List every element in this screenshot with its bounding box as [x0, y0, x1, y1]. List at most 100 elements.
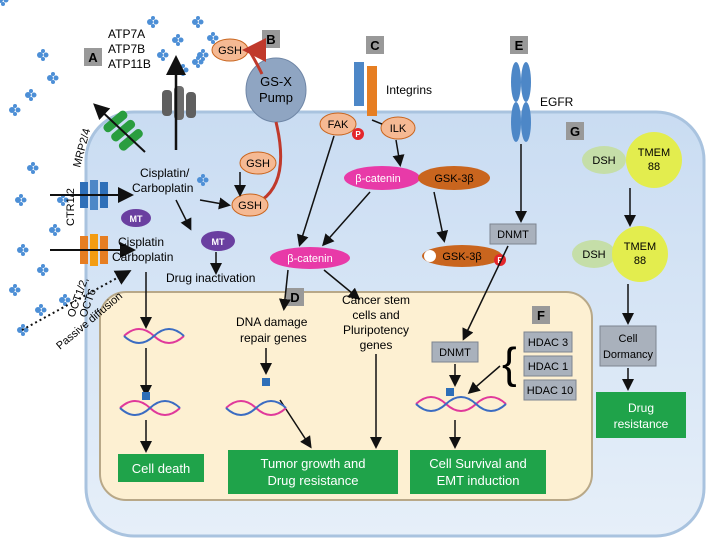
- beta-to-stem-arrow: [323, 269, 361, 300]
- cisplatin-to-mt-arrow: [175, 199, 192, 231]
- label-csc-4: genes: [360, 338, 393, 352]
- label-tumor-1: Tumor growth and: [260, 456, 365, 471]
- panel-e: E: [515, 38, 524, 53]
- drug-resistance-box-g: [596, 392, 686, 438]
- dna-helix-1: [123, 328, 185, 344]
- egfr-left-2: [511, 102, 521, 142]
- label-dsh-2: DSH: [582, 249, 605, 261]
- tumor-growth-box: [228, 450, 398, 494]
- panel-f: F: [537, 308, 545, 323]
- panel-d: D: [290, 290, 299, 305]
- gsk-white-dot: [424, 250, 436, 262]
- panel-labels: A B C E G D F: [84, 30, 584, 324]
- fak-bubble: [319, 112, 357, 136]
- fak-ilk-link: [371, 119, 383, 125]
- label-dna-damage-2: repair genes: [240, 331, 307, 345]
- fak-to-beta-arrow: [296, 135, 335, 247]
- dna-adduct-3: [446, 388, 454, 396]
- label-ctr: CTR1/2: [65, 188, 77, 226]
- hdac3-box: [523, 331, 573, 353]
- panel-b: B: [266, 32, 275, 47]
- label-gsx: GS-X: [260, 74, 292, 89]
- label-gsh-1: GSH: [246, 158, 270, 170]
- label-gsh-out: GSH: [218, 45, 242, 57]
- label-drug-inactivation: Drug inactivation: [166, 271, 255, 285]
- label-fak: FAK: [328, 119, 349, 131]
- label-pump: Pump: [259, 90, 293, 105]
- gsk-complex: [418, 166, 490, 190]
- label-ilk: ILK: [390, 123, 407, 135]
- complex-to-beta-arrow: [322, 191, 371, 247]
- ilk-to-beta-arrow: [392, 139, 405, 167]
- label-dnmt-cyto: DNMT: [497, 229, 529, 241]
- complex-to-gsk-arrow: [433, 191, 449, 243]
- label-hdac1: HDAC 1: [528, 361, 568, 373]
- label-survival-2: EMT induction: [437, 473, 520, 488]
- dna-helix-4: [415, 396, 507, 412]
- beta-catenin-complex: [344, 166, 420, 190]
- label-tumor-2: Drug resistance: [267, 473, 358, 488]
- label-gsk-phospho: GSK-3β: [442, 251, 481, 263]
- cisplatin-to-gsh-arrow: [199, 197, 231, 210]
- label-atp7a: ATP7A: [108, 27, 145, 41]
- dna-adduct-1: [142, 392, 150, 400]
- dsh-bubble-2: [572, 240, 616, 268]
- dnmt-box-nucleus: [431, 341, 479, 363]
- panel-c: C: [370, 38, 380, 53]
- label-dormancy-1: Cell: [619, 333, 638, 345]
- label-atp7b: ATP7B: [108, 42, 145, 56]
- label-cisplatin: Cisplatin: [118, 235, 164, 249]
- dna-adduct-2: [262, 378, 270, 386]
- label-dormancy-2: Dormancy: [603, 349, 654, 361]
- hdac1-box: [523, 355, 573, 377]
- dsh-bubble-1: [582, 146, 626, 174]
- label-dsh-1: DSH: [592, 155, 615, 167]
- label-dna-damage-1: DNA damage: [236, 315, 308, 329]
- egfr-right-2: [521, 102, 531, 142]
- dnmt-box-cyto: [489, 223, 537, 245]
- egfr-left: [511, 62, 521, 102]
- cell-survival-box: [410, 450, 546, 494]
- beta-catenin: [270, 247, 350, 269]
- label-dnmt-nucleus: DNMT: [439, 347, 471, 359]
- label-hdac10: HDAC 10: [527, 385, 573, 397]
- atp-transporter: [162, 86, 196, 120]
- label-tmem-2b: 88: [634, 255, 646, 267]
- label-beta-catenin: β-catenin: [287, 253, 332, 265]
- efflux-arrow-mrp: [93, 103, 146, 153]
- label-hdac3: HDAC 3: [528, 337, 568, 349]
- label-carboplatin: Carboplatin: [112, 250, 173, 264]
- drug-molecules: [0, 0, 9, 6]
- hdac-brace: {: [502, 339, 517, 388]
- label-gsh-2: GSH: [238, 200, 262, 212]
- ilk-bubble: [380, 116, 416, 140]
- gsk-phospho: [422, 245, 502, 267]
- label-csc-1: Cancer stem: [342, 293, 410, 307]
- tmem-bubble-1: [626, 132, 682, 188]
- label-cisplatin-carbo-1: Cisplatin/: [140, 166, 190, 180]
- label-p-fak: P: [355, 130, 361, 139]
- dna-helix-2: [119, 400, 181, 416]
- label-atp11b: ATP11B: [108, 57, 151, 71]
- label-csc-3: Pluripotency: [343, 323, 409, 337]
- label-tmem-1a: TMEM: [638, 147, 670, 159]
- label-egfr: EGFR: [540, 95, 574, 109]
- gsh-bubble-1: [239, 151, 277, 175]
- panel-g: G: [570, 124, 580, 139]
- cell-death-box: [118, 454, 204, 482]
- label-integrins: Integrins: [386, 83, 432, 97]
- label-mt-1: MT: [130, 214, 143, 224]
- integrin-alpha: [354, 62, 364, 106]
- egfr-right: [521, 62, 531, 102]
- label-tmem-2a: TMEM: [624, 241, 656, 253]
- label-cisplatin-carbo-2: Carboplatin: [132, 181, 193, 195]
- label-csc-2: cells and: [352, 308, 399, 322]
- hdac-to-dna-arrow: [467, 365, 501, 394]
- integrin-beta: [367, 66, 377, 116]
- hdac10-box: [523, 379, 577, 401]
- gsh-efflux-arrow: [242, 38, 267, 75]
- dormancy-box: [599, 325, 657, 367]
- label-tmem-1b: 88: [648, 161, 660, 173]
- panel-a: A: [88, 50, 98, 65]
